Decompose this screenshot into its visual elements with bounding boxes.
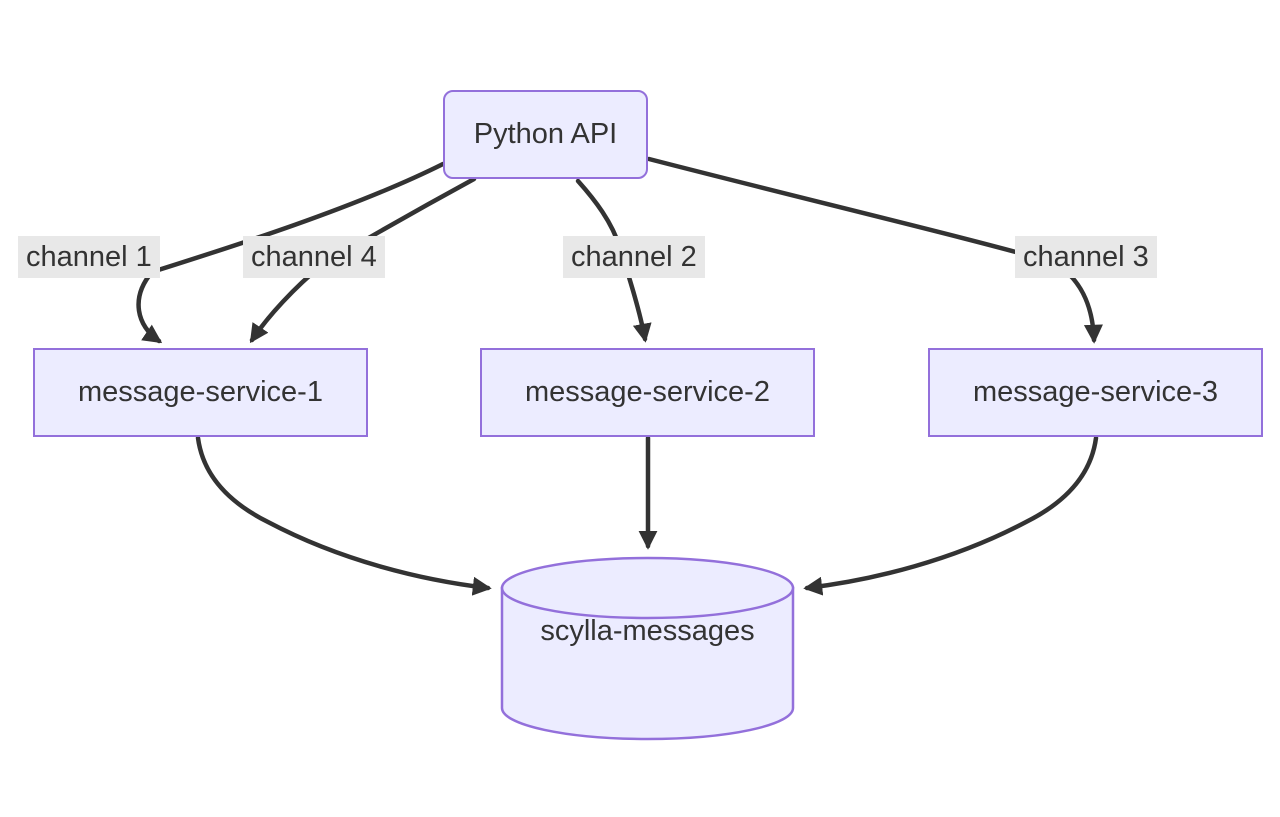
node-message-service-3-label: message-service-3 xyxy=(973,376,1218,408)
edge-label-channel-3: channel 3 xyxy=(1015,236,1157,278)
node-message-service-1: message-service-1 xyxy=(33,348,368,437)
cylinder-top xyxy=(500,556,795,620)
edge-label-channel-1: channel 1 xyxy=(18,236,160,278)
edge-api-ms1-channel1 xyxy=(136,161,446,344)
edge-label-channel-4: channel 4 xyxy=(243,236,385,278)
node-message-service-3: message-service-3 xyxy=(928,348,1263,437)
edge-ms1-db xyxy=(195,435,492,596)
node-message-service-1-label: message-service-1 xyxy=(78,376,323,408)
cylinder-body xyxy=(500,586,795,741)
node-scylla-messages-cylinder xyxy=(500,556,795,741)
edge-label-channel-2: channel 2 xyxy=(563,236,705,278)
node-scylla-messages-label: scylla-messages xyxy=(540,615,755,647)
edge-api-ms3-channel3 xyxy=(646,156,1103,344)
node-python-api: Python API xyxy=(443,90,648,179)
node-message-service-2: message-service-2 xyxy=(480,348,815,437)
node-python-api-label: Python API xyxy=(473,118,618,150)
edge-ms3-db xyxy=(803,435,1099,596)
node-message-service-2-label: message-service-2 xyxy=(525,376,770,408)
